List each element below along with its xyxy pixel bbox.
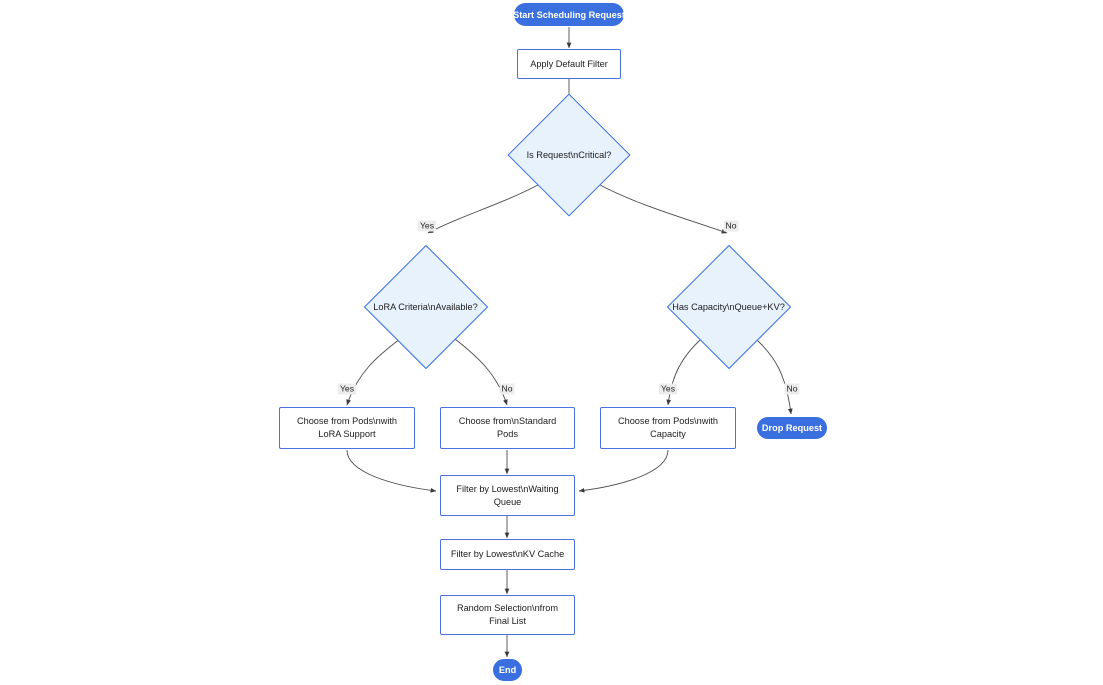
edge-label-critical-yes: Yes bbox=[417, 220, 437, 232]
node-start-label: Start Scheduling Request bbox=[513, 9, 625, 20]
node-end-label: End bbox=[498, 665, 517, 675]
node-filter-lowest-waiting-queue[interactable]: Filter by Lowest\nWaiting Queue bbox=[440, 475, 575, 516]
node-has-capacity[interactable]: Has Capacity\nQueue+KV? bbox=[666, 244, 791, 370]
node-drop-request-label: Drop Request bbox=[761, 423, 823, 433]
node-filter-lowest-kv-cache-label: Filter by Lowest\nKV Cache bbox=[450, 549, 565, 559]
node-lora-criteria-available[interactable]: LoRA Criteria\nAvailable? bbox=[363, 244, 488, 370]
edge-label-critical-no: No bbox=[723, 220, 739, 232]
node-random-selection-final-list-label: Random Selection\nfrom Final List bbox=[456, 603, 559, 626]
edge-label-text: No bbox=[725, 220, 737, 231]
edge-label-capacity-yes: Yes bbox=[658, 383, 678, 395]
node-filter-lowest-kv-cache[interactable]: Filter by Lowest\nKV Cache bbox=[440, 539, 575, 570]
node-lora-criteria-available-label: LoRA Criteria\nAvailable? bbox=[373, 302, 478, 312]
node-choose-standard-pods-label: Choose from\nStandard Pods bbox=[458, 416, 557, 439]
node-choose-pods-capacity[interactable]: Choose from Pods\nwith Capacity bbox=[600, 407, 736, 449]
edge-label-lora-yes: Yes bbox=[337, 383, 357, 395]
node-random-selection-final-list[interactable]: Random Selection\nfrom Final List bbox=[440, 595, 575, 635]
node-filter-lowest-waiting-queue-label: Filter by Lowest\nWaiting Queue bbox=[456, 483, 559, 507]
node-apply-default-filter[interactable]: Apply Default Filter bbox=[517, 49, 621, 79]
node-start[interactable]: Start Scheduling Request bbox=[513, 3, 625, 26]
edge-label-text: No bbox=[786, 383, 798, 394]
edge-label-text: Yes bbox=[419, 220, 435, 231]
node-drop-request[interactable]: Drop Request bbox=[757, 417, 827, 439]
node-choose-pods-lora-support[interactable]: Choose from Pods\nwith LoRA Support bbox=[279, 407, 415, 449]
node-end[interactable]: End bbox=[493, 659, 522, 681]
edge-pods-capacity-to-filter-queue bbox=[578, 449, 669, 493]
edge-label-capacity-no: No bbox=[784, 383, 800, 395]
edge-label-lora-no: No bbox=[499, 383, 515, 395]
node-choose-pods-lora-support-label: Choose from Pods\nwith LoRA Support bbox=[296, 416, 398, 439]
edge-label-text: No bbox=[501, 383, 513, 394]
edge-label-text: Yes bbox=[339, 383, 355, 394]
node-is-request-critical-label: Is Request\nCritical? bbox=[526, 150, 612, 160]
node-is-request-critical[interactable]: Is Request\nCritical? bbox=[507, 93, 631, 217]
edge-pods-lora-to-filter-queue bbox=[346, 449, 437, 493]
edge-label-text: Yes bbox=[660, 383, 676, 394]
node-choose-standard-pods[interactable]: Choose from\nStandard Pods bbox=[440, 407, 575, 449]
node-apply-default-filter-label: Apply Default Filter bbox=[530, 58, 608, 69]
node-has-capacity-label: Has Capacity\nQueue+KV? bbox=[672, 302, 785, 312]
node-choose-pods-capacity-label: Choose from Pods\nwith Capacity bbox=[617, 416, 719, 439]
